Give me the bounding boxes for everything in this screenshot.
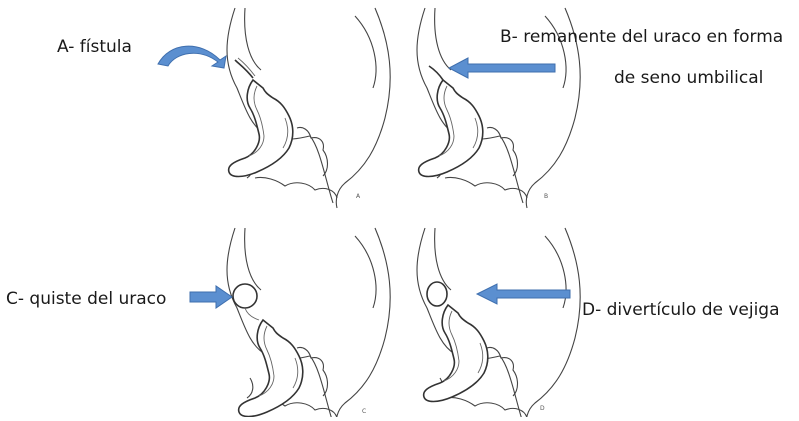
panel-letter-a: A: [356, 193, 360, 200]
panel-a-drawing: [227, 8, 390, 208]
label-d-diverticulo: D- divertículo de vejiga: [582, 300, 780, 320]
panel-letter-b: B: [544, 193, 548, 200]
panel-d-drawing: [417, 228, 580, 417]
label-a-fistula: A- fístula: [57, 37, 132, 57]
label-b-line2: de seno umbilical: [614, 68, 763, 88]
panel-c-drawing: [227, 228, 390, 417]
panel-letter-c: C: [362, 408, 366, 415]
arrow-d: [477, 284, 570, 304]
arrow-a: [158, 46, 226, 68]
arrow-c: [190, 286, 232, 308]
panel-letter-d: D: [540, 405, 545, 412]
label-c-quiste: C- quiste del uraco: [6, 289, 166, 309]
label-b-line1: B- remanente del uraco en forma: [500, 27, 783, 47]
arrow-b: [449, 58, 555, 78]
